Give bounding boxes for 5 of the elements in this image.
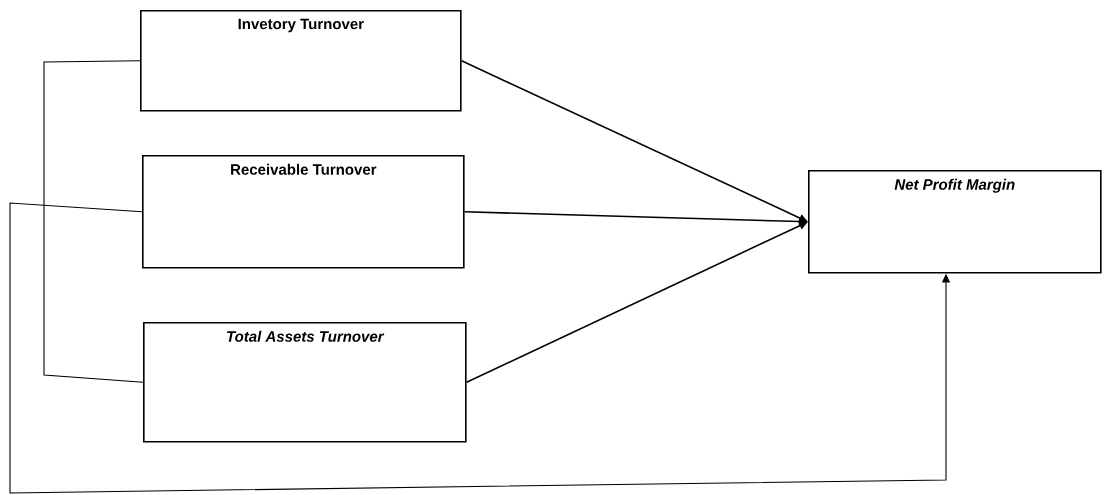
connector-line [43,60,144,383]
variable-box: Receivable Turnover [142,155,465,269]
variable-box: Net Profit Margin [808,170,1102,274]
variable-box: Total Assets Turnover [143,322,467,443]
variable-box: Invetory Turnover [140,10,462,112]
